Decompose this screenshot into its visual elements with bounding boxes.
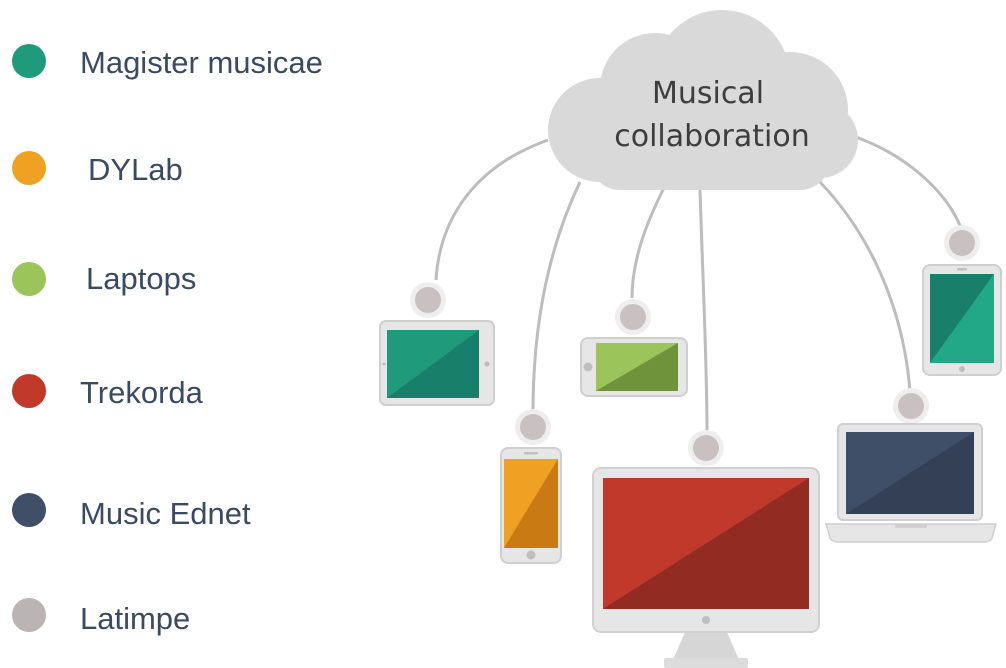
node-icon [893,388,929,424]
legend-dot-icon [12,151,46,185]
legend-label: DYLab [88,152,183,187]
legend-label: Laptops [86,261,197,296]
legend-label: Trekorda [80,375,203,410]
phone-landscape-icon [580,337,688,397]
laptop-icon [825,423,997,543]
connector-tablet-left [434,138,549,281]
legend: Magister musicae DYLab Laptops Trekorda … [0,0,380,668]
connector-laptop [818,180,912,393]
node-icon [944,225,980,261]
node-icon [515,409,551,445]
legend-label: Magister musicae [80,45,323,80]
tablet-portrait-icon [922,264,1002,376]
connector-phone-landscape [630,185,667,299]
legend-dot-icon [12,262,46,296]
node-icon [688,430,724,466]
legend-dot-icon [12,44,46,78]
legend-dot-icon [12,374,46,408]
node-icon [615,299,651,335]
node-icon [410,282,446,318]
legend-item-latimpe: Latimpe [0,598,380,638]
legend-item-laptops: Laptops [0,260,380,300]
legend-item-music-ednet: Music Ednet [0,493,380,533]
legend-item-trekorda: Trekorda [0,374,380,414]
legend-dot-icon [12,598,46,632]
tablet-landscape-icon [379,320,495,406]
connector-nodes [410,225,980,466]
desktop-monitor-icon [592,467,820,668]
legend-label: Latimpe [80,601,191,636]
connector-phone-portrait [531,181,582,413]
connector-lines [434,133,963,433]
legend-item-magister-musicae: Magister musicae [0,44,380,84]
legend-label: Music Ednet [80,496,251,531]
phone-portrait-icon [500,447,562,564]
legend-dot-icon [12,493,46,527]
connector-tablet-right [849,133,963,229]
connector-desktop [698,189,709,433]
cloud-icon [548,10,858,190]
legend-item-dylab: DYLab [0,151,380,191]
cloud-label-line1: Musical [652,76,764,111]
cloud-label-line2: collaboration [614,119,809,154]
